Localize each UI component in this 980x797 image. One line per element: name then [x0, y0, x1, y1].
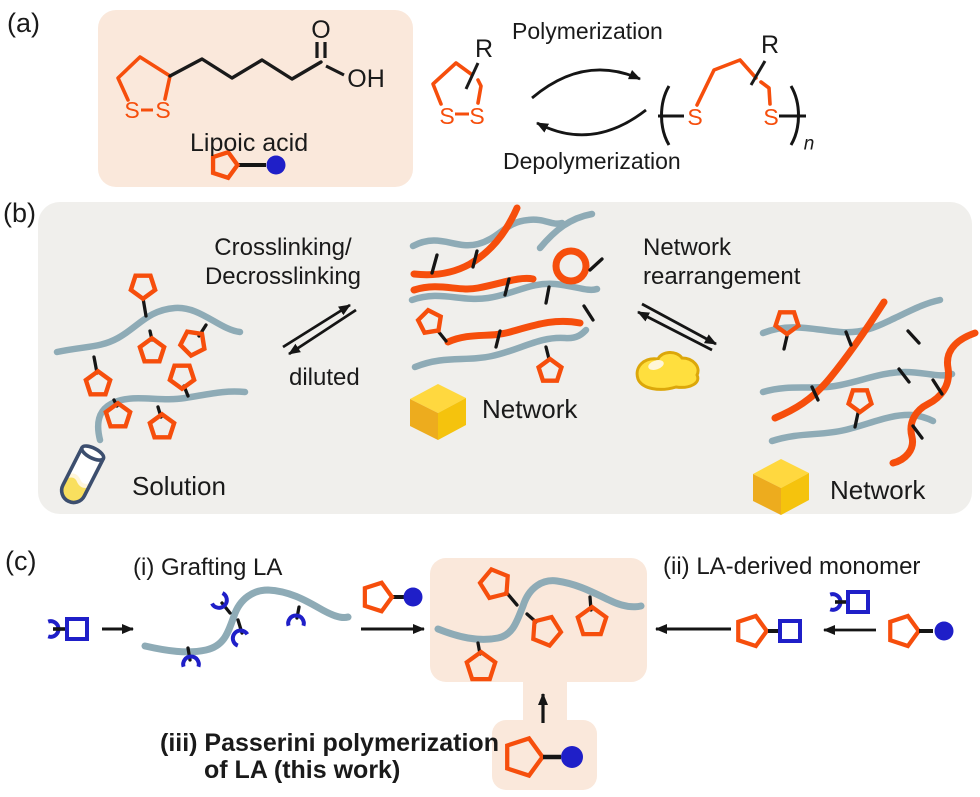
la-unit-symbol	[890, 616, 954, 646]
route-ii-title: (ii) LA-derived monomer	[663, 553, 921, 580]
crosslinking-line1: Crosslinking/	[214, 234, 352, 261]
pendant-ticks	[186, 601, 301, 662]
repeat-n-label: n	[804, 134, 815, 155]
depolymerization-label: Depolymerization	[503, 148, 681, 174]
blue-square-icon	[778, 619, 802, 643]
blue-square-icon	[65, 617, 89, 641]
route-center-box	[430, 558, 647, 682]
la-tail-dot-icon	[403, 587, 423, 607]
lipoic-acid-label: Lipoic acid	[190, 129, 309, 157]
la-derived-monomer	[738, 616, 802, 646]
network-right-label: Network	[830, 475, 926, 505]
polymerization-equilibrium-arrows	[531, 68, 647, 137]
crosslinking-line2: Decrosslinking	[204, 263, 362, 291]
route-center-tab	[523, 676, 567, 724]
pendant-c-shapes	[181, 593, 306, 669]
panel-c-label: (c)	[5, 546, 37, 576]
grafting-route	[46, 583, 425, 669]
network-rearrangement-label: Network rearrangement	[643, 233, 800, 292]
route-iii-box	[492, 720, 597, 790]
route-iii-title-line1: (iii) Passerini polymerization	[160, 729, 499, 757]
polymerization-label: Polymerization	[512, 18, 663, 44]
crosslinking-label: Crosslinking/ Decrosslinking	[197, 233, 369, 292]
la-tail-dot-icon	[934, 621, 954, 641]
sulfur-label: S	[439, 103, 454, 129]
network-center-label: Network	[482, 394, 578, 424]
functional-reagent	[828, 590, 870, 614]
route-i-title: (i) Grafting LA	[133, 554, 283, 581]
route-iii-title-line2: of LA (this work)	[204, 756, 401, 784]
functional-monomer	[46, 617, 89, 641]
blue-square-icon	[846, 590, 870, 614]
panel-a-label: (a)	[7, 8, 40, 38]
panel-b-label: (b)	[3, 198, 36, 228]
r-group-label: R	[475, 35, 493, 63]
polymer-backbone	[141, 586, 352, 656]
la-unit-symbol	[365, 583, 423, 612]
panel-a-box	[98, 10, 413, 187]
diluted-label: diluted	[289, 364, 360, 391]
sulfur-label: S	[763, 104, 778, 130]
r-group-label: R	[761, 31, 779, 59]
solution-label: Solution	[132, 471, 226, 501]
panel-b-box	[38, 202, 972, 514]
sulfur-label: S	[687, 104, 702, 130]
monomer-ring-with-r: S S R	[431, 35, 493, 129]
rearrangement-line2: rearrangement	[643, 263, 801, 291]
rearrangement-line1: Network	[643, 234, 732, 261]
la-monomer-route	[655, 590, 954, 646]
polymer-repeat-unit: S R S n	[658, 31, 814, 155]
sulfur-label: S	[469, 103, 484, 129]
